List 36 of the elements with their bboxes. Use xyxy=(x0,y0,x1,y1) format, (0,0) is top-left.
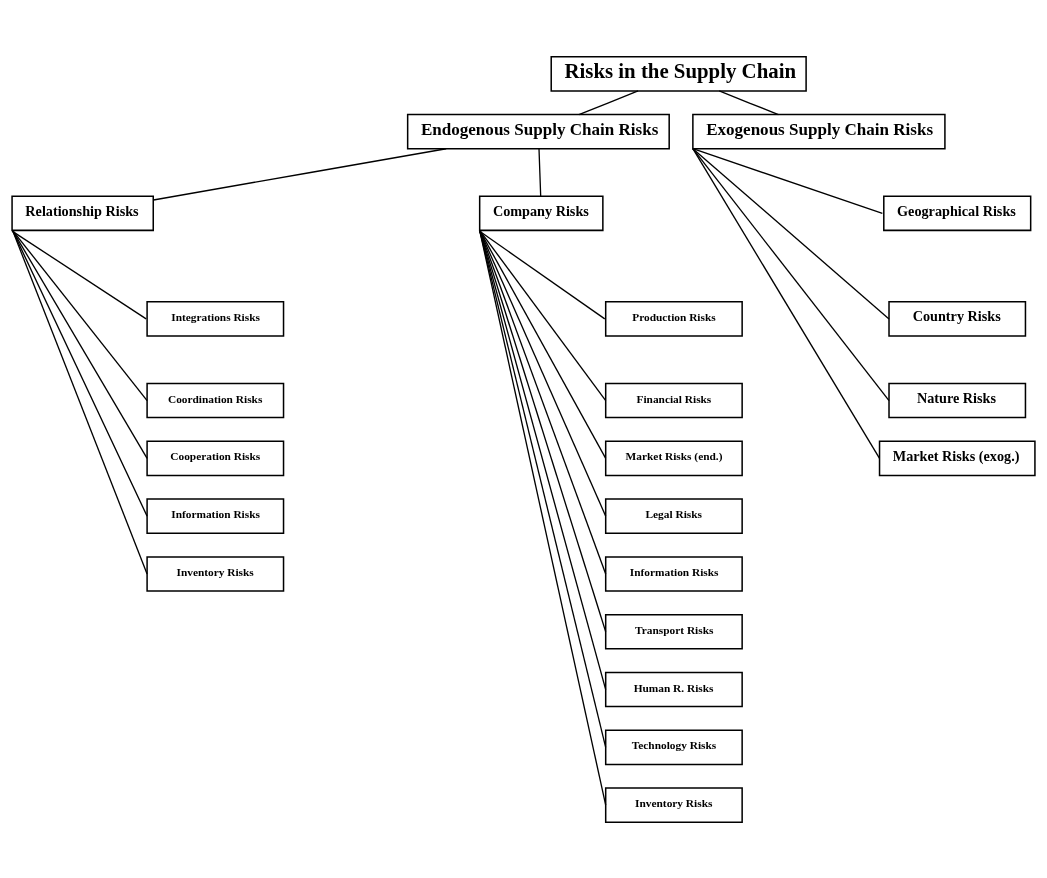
node-box: Endogenous Supply Chain Risks xyxy=(406,113,670,149)
node-box: Market Risks (end.) xyxy=(604,440,743,476)
connector xyxy=(479,229,607,517)
connector xyxy=(692,147,890,320)
node-box: Inventory Risks xyxy=(604,786,743,823)
node-box: Information Risks xyxy=(146,497,285,534)
node-box: Financial Risks xyxy=(604,382,743,418)
node-box: Market Risks (exog.) xyxy=(878,440,1036,476)
node-box: Technology Risks xyxy=(604,729,743,765)
node-box: Cooperation Risks xyxy=(146,440,285,476)
node-box: Country Risks xyxy=(888,300,1027,337)
node-box: Transport Risks xyxy=(604,613,743,650)
connector xyxy=(152,147,447,201)
connector xyxy=(692,147,884,214)
node-box: Information Risks xyxy=(604,555,743,592)
node-box: Exogenous Supply Chain Risks xyxy=(692,113,946,149)
connector xyxy=(11,229,148,459)
node-box: Coordination Risks xyxy=(146,382,285,418)
connector xyxy=(11,229,148,575)
node-box: Production Risks xyxy=(604,300,743,337)
node-box: Relationship Risks xyxy=(11,195,154,231)
connector xyxy=(479,229,607,459)
node-box: Company Risks xyxy=(478,195,604,231)
node-box: Geographical Risks xyxy=(883,195,1032,231)
node-box: Risks in the Supply Chain xyxy=(550,55,807,92)
node-box: Integrations Risks xyxy=(146,300,285,337)
node-box: Nature Risks xyxy=(888,382,1027,418)
connector xyxy=(718,89,780,115)
connector xyxy=(538,147,542,197)
connector xyxy=(692,147,881,459)
connector xyxy=(11,229,148,517)
connector xyxy=(578,89,639,115)
connector xyxy=(692,147,890,401)
node-box: Inventory Risks xyxy=(146,555,285,592)
node-box: Legal Risks xyxy=(604,497,743,534)
node-box: Human R. Risks xyxy=(604,671,743,707)
